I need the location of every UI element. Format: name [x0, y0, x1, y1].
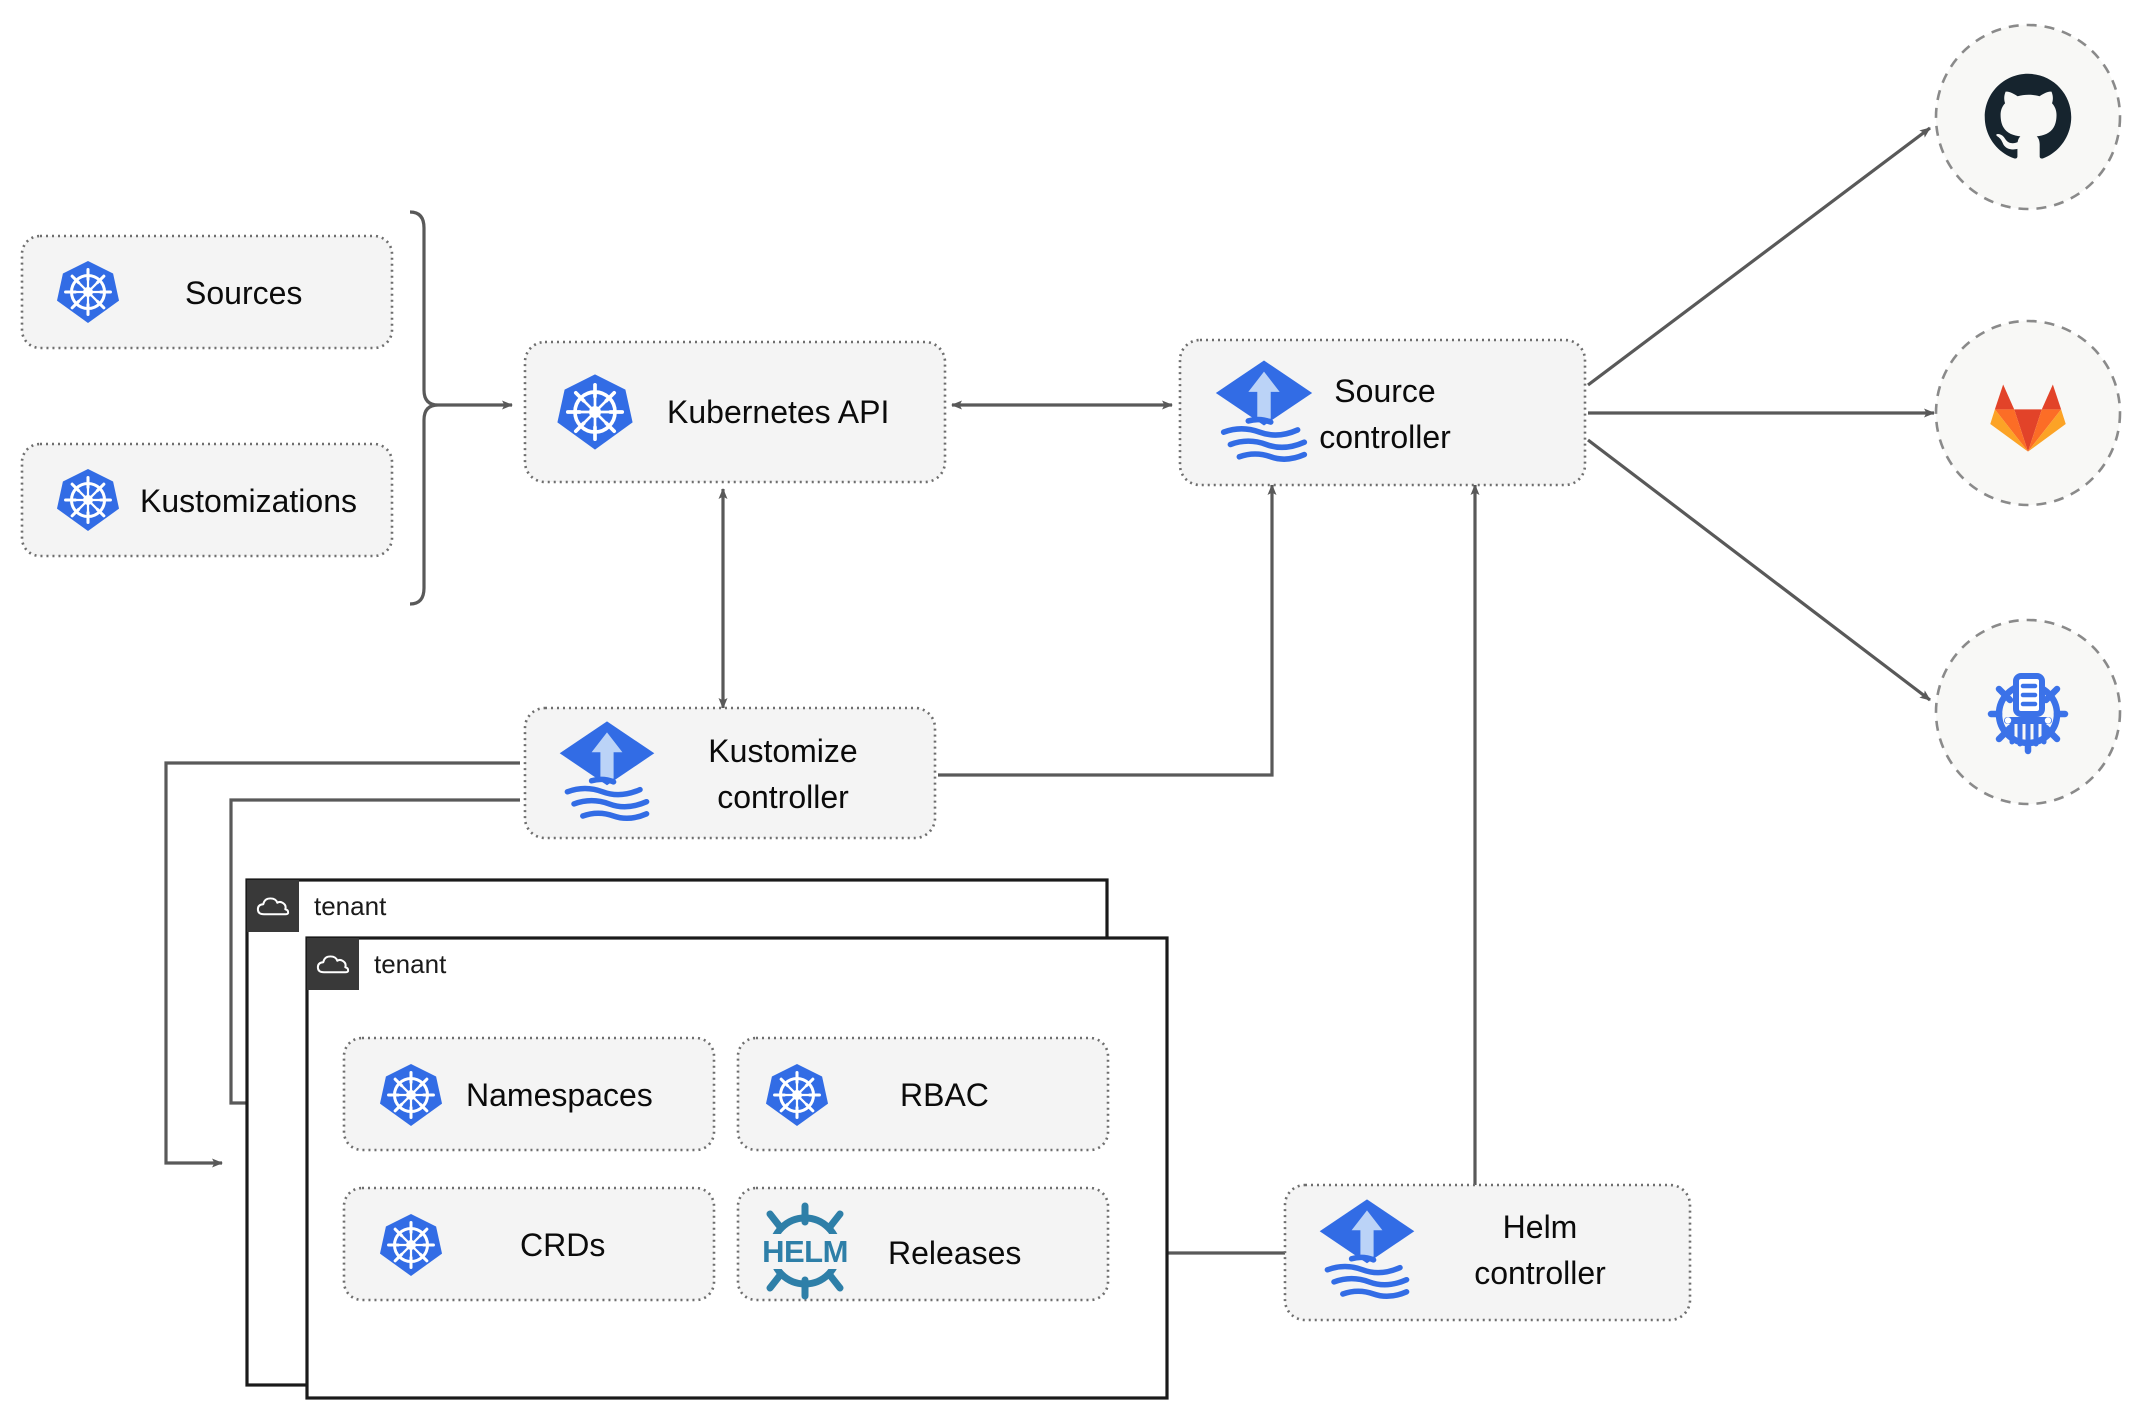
- kustomizations-label: Kustomizations: [140, 483, 357, 519]
- sources-label: Sources: [185, 275, 302, 311]
- kustomize-controller-box: [523, 706, 937, 840]
- kubernetes-api-box: [523, 340, 947, 484]
- external-service-github[interactable]: [1934, 23, 2122, 211]
- rbac-label: RBAC: [900, 1077, 989, 1113]
- tenant-resource-namespaces[interactable]: Namespaces: [342, 1036, 716, 1152]
- node-source-controller[interactable]: Source controller: [1178, 338, 1587, 487]
- external-service-helm-repository[interactable]: [1934, 618, 2122, 806]
- tenant-inner-label: tenant: [374, 949, 447, 979]
- tenant-resource-releases[interactable]: HELM Releases: [736, 1186, 1110, 1302]
- tenant-outer-label: tenant: [314, 891, 387, 921]
- tenant-outer-tab: [247, 880, 299, 932]
- kustomizations-box: [20, 442, 394, 558]
- resource-kustomizations[interactable]: Kustomizations: [20, 442, 394, 558]
- resources-bracket: [409, 210, 439, 606]
- source-controller-label-line2: controller: [1319, 419, 1451, 455]
- node-helm-controller[interactable]: Helm controller: [1283, 1183, 1692, 1322]
- edge-source-to-github: [1587, 126, 1931, 387]
- crds-label: CRDs: [520, 1227, 605, 1263]
- edge-source-to-helmrepo: [1587, 438, 1931, 702]
- helm-controller-box: [1283, 1183, 1692, 1322]
- connector-layer: [164, 126, 1935, 1258]
- kustomize-controller-label-line1: Kustomize: [708, 733, 857, 769]
- kubernetes-api-label: Kubernetes API: [667, 394, 889, 430]
- tenant-inner-tab: [307, 938, 359, 990]
- rbac-box: [736, 1036, 1110, 1152]
- sources-box: [20, 234, 394, 350]
- helm-icon: HELM: [760, 1202, 850, 1300]
- helm-controller-label-line2: controller: [1474, 1255, 1606, 1291]
- edge-kustomize-to-source: [938, 484, 1277, 777]
- node-kubernetes-api[interactable]: Kubernetes API: [523, 340, 947, 484]
- crds-box: [342, 1186, 716, 1302]
- namespaces-label: Namespaces: [466, 1077, 653, 1113]
- namespaces-box: [342, 1036, 716, 1152]
- tenant-resource-rbac[interactable]: RBAC: [736, 1036, 1110, 1152]
- helm-controller-label-line1: Helm: [1503, 1209, 1578, 1245]
- tenant-inner-container[interactable]: tenant: [305, 936, 1169, 1400]
- releases-label: Releases: [888, 1235, 1021, 1271]
- source-controller-label-line1: Source: [1334, 373, 1435, 409]
- github-circle: [1934, 23, 2122, 211]
- tenant-inner-body: [305, 936, 1169, 1400]
- edge-kustomize-to-tenant-outer: [164, 761, 520, 1168]
- resource-sources[interactable]: Sources: [20, 234, 394, 350]
- helm-wordmark: HELM: [762, 1234, 848, 1269]
- source-controller-box: [1178, 338, 1587, 487]
- kustomize-controller-label-line2: controller: [717, 779, 849, 815]
- node-kustomize-controller[interactable]: Kustomize controller: [523, 706, 937, 840]
- tenant-resource-crds[interactable]: CRDs: [342, 1186, 716, 1302]
- external-service-gitlab[interactable]: [1934, 319, 2122, 507]
